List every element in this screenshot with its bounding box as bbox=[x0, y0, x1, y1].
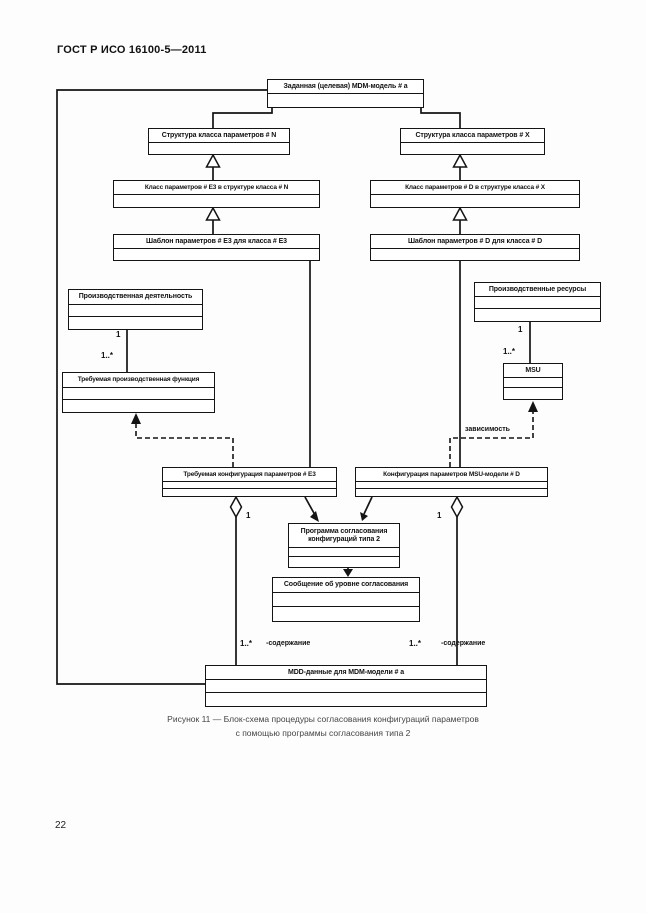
dependency-right-dashed bbox=[449, 412, 534, 467]
generalization-triangle-icon bbox=[205, 206, 221, 221]
box-title: MDD-данные для MDM-модели # a bbox=[288, 668, 404, 676]
top-to-struct-n-connector bbox=[212, 107, 273, 128]
empty-compartment bbox=[69, 304, 202, 316]
arrowhead-icon bbox=[310, 511, 319, 522]
role-label: -содержание bbox=[266, 640, 311, 647]
empty-compartment bbox=[475, 308, 600, 320]
figure-caption: Рисунок 11 — Блок-схема процедуры соглас… bbox=[0, 712, 646, 740]
box-template-d: Шаблон параметров # D для класса # D bbox=[370, 234, 580, 261]
empty-compartment bbox=[149, 142, 289, 154]
box-title: MSU bbox=[525, 366, 541, 374]
aggregation-diamond-icon bbox=[229, 495, 243, 519]
empty-compartment bbox=[206, 679, 486, 692]
empty-compartment bbox=[273, 592, 419, 606]
box-struct-class-x: Структура класса параметров # X bbox=[400, 128, 545, 155]
empty-compartment bbox=[289, 556, 399, 565]
empty-compartment bbox=[371, 194, 579, 207]
empty-compartment bbox=[63, 387, 214, 399]
empty-compartment bbox=[63, 399, 214, 411]
empty-compartment bbox=[401, 142, 544, 154]
box-title: Производственная деятельность bbox=[78, 293, 193, 301]
box-msu: MSU bbox=[503, 363, 563, 400]
page-number: 22 bbox=[55, 820, 67, 831]
multiplicity-label: 1..* bbox=[240, 639, 253, 648]
figure-caption-line2: с помощью программы согласования типа 2 bbox=[235, 728, 411, 739]
box-title: Структура класса параметров # X bbox=[415, 131, 530, 139]
multiplicity-label: 1 bbox=[246, 511, 251, 520]
multiplicity-label: 1..* bbox=[503, 347, 516, 356]
box-title: Класс параметров # D в структуре класса … bbox=[405, 183, 545, 191]
box-title: Программа согласования конфигураций типа… bbox=[300, 527, 388, 543]
top-to-struct-x-connector bbox=[420, 107, 461, 128]
dependency-arrowhead-icon bbox=[528, 401, 538, 412]
box-production-resources: Производственные ресурсы bbox=[474, 282, 601, 322]
empty-compartment bbox=[268, 93, 423, 106]
multiplicity-label: 1 bbox=[116, 330, 121, 339]
empty-compartment bbox=[504, 377, 562, 387]
box-struct-class-n: Структура класса параметров # N bbox=[148, 128, 290, 155]
aggregation-diamond-icon bbox=[450, 495, 464, 519]
config-to-program-right bbox=[363, 496, 373, 515]
multiplicity-label: 1..* bbox=[409, 639, 422, 648]
box-required-production-function: Требуемая производственная функция bbox=[62, 372, 215, 413]
figure-caption-line1: Рисунок 11 — Блок-схема процедуры соглас… bbox=[167, 714, 479, 724]
box-mdd-data: MDD-данные для MDM-модели # a bbox=[205, 665, 487, 707]
box-title: Структура класса параметров # N bbox=[161, 131, 277, 139]
box-title: Конфигурация параметров MSU-модели # D bbox=[383, 470, 520, 478]
box-title: Шаблон параметров # D для класса # D bbox=[407, 237, 543, 245]
generalization-triangle-icon bbox=[205, 153, 221, 168]
box-title: Сообщение об уровне согласования bbox=[283, 581, 409, 589]
empty-compartment bbox=[356, 488, 547, 495]
empty-compartment bbox=[273, 606, 419, 619]
box-title: Требуемая конфигурация параметров # E3 bbox=[183, 470, 316, 478]
box-production-activity: Производственная деятельность bbox=[68, 289, 203, 330]
empty-compartment bbox=[206, 692, 486, 705]
box-matching-level-message: Сообщение об уровне согласования bbox=[272, 577, 420, 622]
dependency-left-dashed bbox=[135, 424, 234, 467]
box-template-e3: Шаблон параметров # E3 для класса # E3 bbox=[113, 234, 320, 261]
arrowhead-icon bbox=[343, 569, 353, 577]
multiplicity-label: 1 bbox=[518, 325, 523, 334]
empty-compartment bbox=[289, 547, 399, 556]
box-required-config-e3: Требуемая конфигурация параметров # E3 bbox=[162, 467, 337, 497]
left-rail-connector bbox=[56, 89, 267, 685]
box-title: Заданная (целевая) MDM-модель # a bbox=[283, 82, 408, 90]
box-class-e3: Класс параметров # E3 в структуре класса… bbox=[113, 180, 320, 208]
box-target-mdm-model: Заданная (целевая) MDM-модель # a bbox=[267, 79, 424, 108]
box-title: Производственные ресурсы bbox=[488, 285, 587, 293]
config-to-program-left bbox=[304, 496, 316, 516]
empty-compartment bbox=[163, 488, 336, 495]
box-title: Шаблон параметров # E3 для класса # E3 bbox=[146, 237, 287, 245]
empty-compartment bbox=[163, 481, 336, 488]
box-title: Требуемая производственная функция bbox=[77, 376, 200, 384]
empty-compartment bbox=[475, 296, 600, 308]
empty-compartment bbox=[356, 481, 547, 488]
generalization-triangle-icon bbox=[452, 153, 468, 168]
dependency-arrowhead-icon bbox=[131, 413, 141, 424]
multiplicity-label: 1..* bbox=[101, 351, 114, 360]
generalization-triangle-icon bbox=[452, 206, 468, 221]
empty-compartment bbox=[504, 387, 562, 397]
empty-compartment bbox=[114, 248, 319, 260]
empty-compartment bbox=[69, 316, 202, 328]
box-class-d: Класс параметров # D в структуре класса … bbox=[370, 180, 580, 208]
document-header: ГОСТ Р ИСО 16100-5—2011 bbox=[57, 44, 207, 56]
dependency-label: зависимость bbox=[465, 426, 510, 433]
box-title: Класс параметров # E3 в структуре класса… bbox=[144, 183, 289, 191]
box-matching-program-type2: Программа согласования конфигураций типа… bbox=[288, 523, 400, 568]
box-msu-config-d: Конфигурация параметров MSU-модели # D bbox=[355, 467, 548, 497]
multiplicity-label: 1 bbox=[437, 511, 442, 520]
empty-compartment bbox=[371, 248, 579, 260]
role-label: -содержание bbox=[441, 640, 486, 647]
arrowhead-icon bbox=[360, 512, 368, 521]
empty-compartment bbox=[114, 194, 319, 207]
